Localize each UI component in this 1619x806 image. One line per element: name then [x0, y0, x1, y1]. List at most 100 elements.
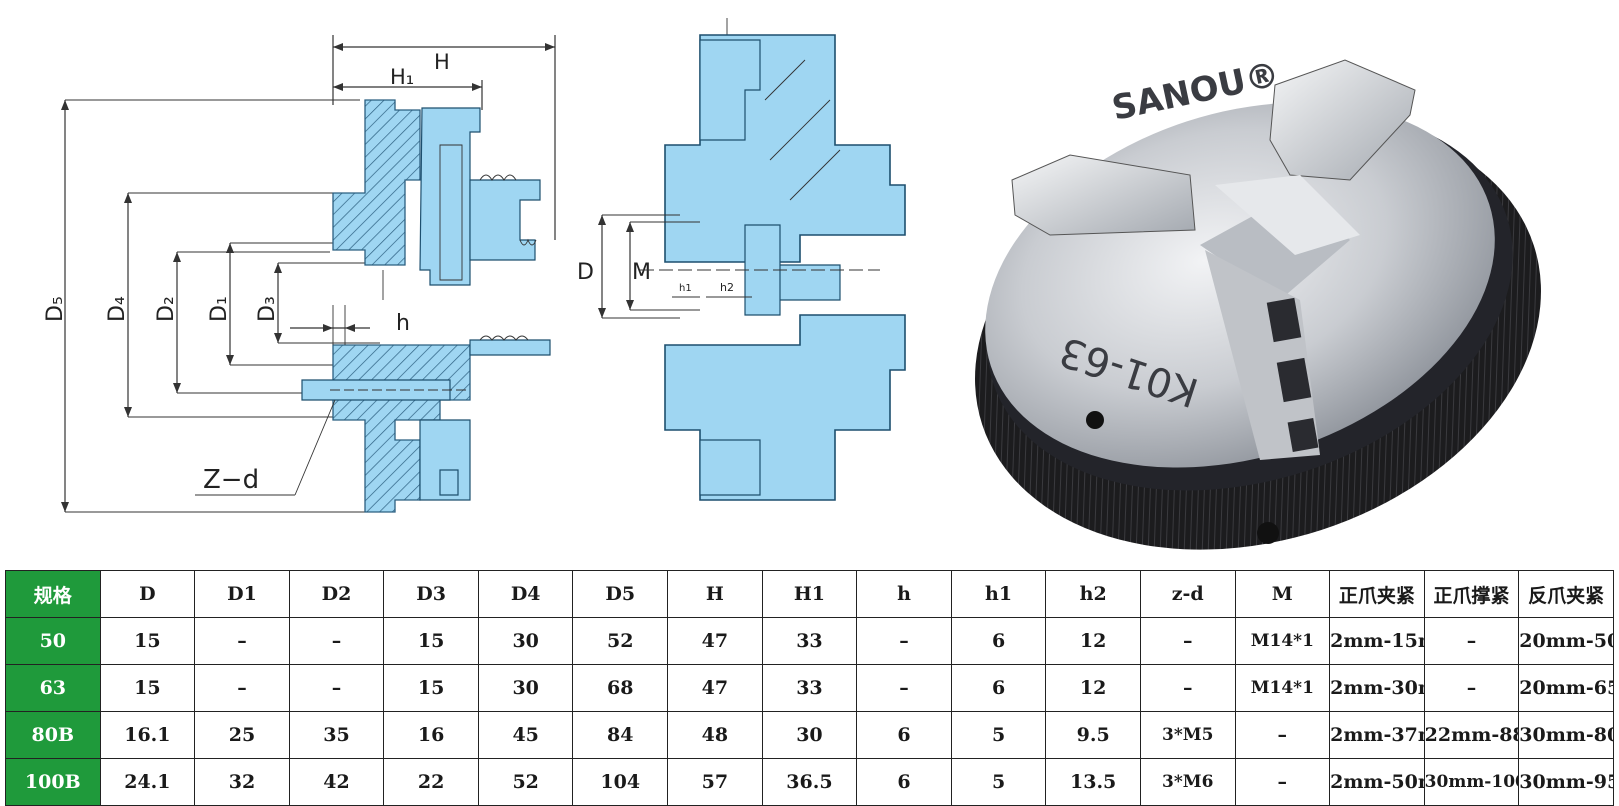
table-cell: 5	[950, 758, 1047, 806]
table-cell: 13.5	[1045, 758, 1141, 806]
table-row: 63 15 – – 15 30 68 47 33 – 6 12 – M14*1 …	[5, 664, 1614, 712]
table-cell: 45	[477, 711, 574, 759]
table-cell: M14*1	[1234, 664, 1331, 712]
table-cell: 22	[383, 758, 479, 806]
dim-label-d3: D₃	[255, 296, 280, 322]
chuck-product-illustration: SANOU® K01-63	[975, 54, 1541, 550]
table-cell: 84	[572, 711, 669, 759]
header-cell: H	[667, 570, 763, 618]
dim-label-d: D	[577, 260, 594, 285]
header-cell: D	[99, 570, 196, 618]
table-cell: 9.5	[1045, 711, 1141, 759]
table-cell: 52	[477, 758, 574, 806]
dim-label-d1: D₁	[207, 296, 232, 322]
table-cell: –	[194, 664, 290, 712]
table-cell: 2mm-15mm	[1329, 617, 1425, 665]
header-cell: D4	[477, 570, 574, 618]
table-cell: 16.1	[99, 711, 196, 759]
dim-label-d5: D₅	[43, 296, 68, 322]
table-cell: –	[1234, 758, 1331, 806]
header-cell: D2	[288, 570, 385, 618]
table-cell: 2mm-50mm	[1329, 758, 1425, 806]
table-cell: –	[288, 664, 385, 712]
header-cell: h	[856, 570, 952, 618]
header-cell: 正爪夹紧	[1329, 570, 1425, 618]
table-cell: 15	[383, 664, 479, 712]
middle-section-drawing: D M h1 h2	[577, 18, 906, 501]
table-cell: 30mm-80mm	[1518, 711, 1614, 759]
table-cell: 6	[950, 617, 1047, 665]
table-cell: 12	[1045, 664, 1141, 712]
table-cell: 6	[856, 711, 952, 759]
table-cell: 57	[667, 758, 763, 806]
table-cell: –	[288, 617, 385, 665]
dim-label-d4: D₄	[105, 296, 130, 322]
table-cell: 48	[667, 711, 763, 759]
table-cell: 20mm-65mm	[1518, 664, 1614, 712]
table-cell: 68	[572, 664, 669, 712]
dim-label-h2-small: h2	[720, 281, 734, 294]
table-cell: –	[1423, 617, 1520, 665]
table-row: 50 15 – – 15 30 52 47 33 – 6 12 – M14*1 …	[5, 617, 1614, 665]
header-cell: h1	[950, 570, 1047, 618]
table-cell: 6	[950, 664, 1047, 712]
table-cell: 3*M5	[1139, 711, 1236, 759]
table-cell: –	[1423, 664, 1520, 712]
header-cell: h2	[1045, 570, 1141, 618]
row-spec-cell: 80B	[5, 711, 101, 759]
header-cell: M	[1234, 570, 1331, 618]
table-cell: 52	[572, 617, 669, 665]
table-cell: –	[194, 617, 290, 665]
table-cell: 30	[477, 617, 574, 665]
table-cell: 20mm-50mm	[1518, 617, 1614, 665]
table-cell: 16	[383, 711, 479, 759]
table-cell: 35	[288, 711, 385, 759]
table-cell: 15	[383, 617, 479, 665]
table-cell: 33	[761, 664, 858, 712]
table-cell: –	[1234, 711, 1331, 759]
header-cell: D5	[572, 570, 669, 618]
table-cell: 47	[667, 617, 763, 665]
table-cell: 30mm-95mm	[1518, 758, 1614, 806]
table-cell: –	[856, 664, 952, 712]
table-cell: 25	[194, 711, 290, 759]
dim-label-m: M	[632, 260, 651, 285]
row-spec-cell: 50	[5, 617, 101, 665]
table-cell: 2mm-30mm	[1329, 664, 1425, 712]
dim-label-h-small: h	[396, 311, 410, 336]
table-cell: 42	[288, 758, 385, 806]
table-cell: 5	[950, 711, 1047, 759]
dim-label-h1: H₁	[390, 65, 414, 89]
table-cell: 12	[1045, 617, 1141, 665]
header-cell: z-d	[1139, 570, 1236, 618]
table-cell: 22mm-88mm	[1423, 711, 1520, 759]
table-cell: –	[1139, 617, 1236, 665]
table-header-row: 规格 D D1 D2 D3 D4 D5 H H1 h h1 h2 z-d M 正…	[5, 570, 1614, 618]
table-cell: 32	[194, 758, 290, 806]
left-section-drawing: H H₁ D₅ D₄ D₂ D₁ D₃	[43, 35, 556, 513]
table-cell: –	[856, 617, 952, 665]
table-cell: 3*M6	[1139, 758, 1236, 806]
table-cell: 33	[761, 617, 858, 665]
header-cell: 反爪夹紧	[1518, 570, 1614, 618]
row-spec-cell: 63	[5, 664, 101, 712]
table-cell: 30mm-100mm	[1423, 758, 1520, 806]
table-cell: 104	[572, 758, 669, 806]
dim-label-h-total: H	[434, 50, 450, 74]
header-cell: D1	[194, 570, 290, 618]
table-cell: 30	[761, 711, 858, 759]
specification-table: 规格 D D1 D2 D3 D4 D5 H H1 h h1 h2 z-d M 正…	[5, 570, 1614, 806]
table-cell: 6	[856, 758, 952, 806]
table-cell: 47	[667, 664, 763, 712]
chuck-jaw-left	[1011, 154, 1196, 236]
table-row: 80B 16.1 25 35 16 45 84 48 30 6 5 9.5 3*…	[5, 711, 1614, 759]
header-cell: 正爪撑紧	[1423, 570, 1520, 618]
header-cell: H1	[761, 570, 858, 618]
chuck-jaw-top	[1269, 59, 1416, 181]
header-cell: D3	[383, 570, 479, 618]
table-cell: 36.5	[761, 758, 858, 806]
table-cell: 15	[99, 664, 196, 712]
table-cell: M14*1	[1234, 617, 1331, 665]
dim-label-d2: D₂	[154, 296, 179, 322]
